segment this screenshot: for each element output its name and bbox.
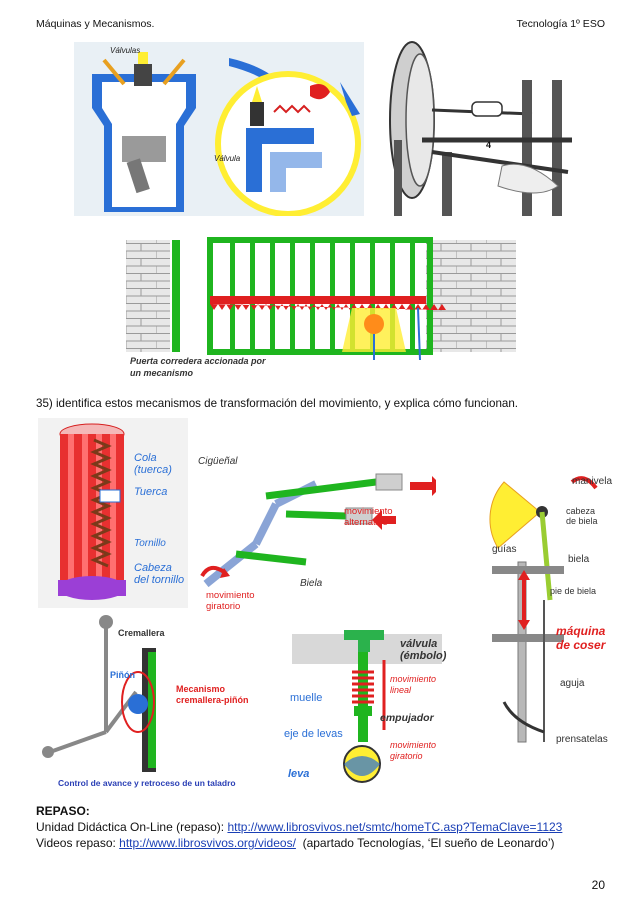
screw-nut-figure: Cola (tuerca) Tuerca Tornillo Cabeza del… xyxy=(38,418,188,608)
label-del-tornillo: del tornillo xyxy=(134,574,185,586)
label-valvulas: Válvulas xyxy=(110,46,141,55)
label-de-biela: de biela xyxy=(566,516,598,526)
label-cremallera-pinon: cremallera-piñón xyxy=(176,695,249,705)
sliding-gate-figure: Puerta corredera accionada por un mecani… xyxy=(126,236,516,384)
label-ciguenal: Cigüeñal xyxy=(198,456,238,467)
label-mov-giratorio-cam-2: giratorio xyxy=(390,751,423,761)
label-valvula: Válvula xyxy=(214,154,241,163)
header-right: Tecnología 1º ESO xyxy=(516,18,605,30)
wheel-machine-figure: 4 xyxy=(382,40,578,218)
label-cabeza-1: cabeza xyxy=(566,506,596,516)
cam-follower-figure: válvula (émbolo) muelle movimiento linea… xyxy=(282,620,462,790)
screw-nut-illustration xyxy=(38,418,188,608)
label-valvula-cam: válvula xyxy=(400,638,438,650)
label-cola: Cola xyxy=(134,452,157,464)
label-empujador: empujador xyxy=(380,712,434,724)
sliding-gate-illustration xyxy=(126,237,516,361)
sewing-machine-figure: manivela cabeza de biela guías biela pie… xyxy=(464,452,624,752)
gate-caption-line2: un mecanismo xyxy=(130,368,194,378)
label-tornillo: Tornillo xyxy=(134,538,166,549)
label-pinon: Piñón xyxy=(110,670,135,680)
label-eje-de-levas: eje de levas xyxy=(284,728,343,740)
label-pie-de-biela: pie de biela xyxy=(550,586,597,596)
label-biela: Biela xyxy=(300,578,323,589)
librosvivos-videos-link[interactable]: http://www.librosvivos.org/videos/ xyxy=(119,836,296,850)
header-left: Máquinas y Mecanismos. xyxy=(36,18,155,30)
label-number-4: 4 xyxy=(486,140,492,150)
rack-pinion-illustration xyxy=(42,615,156,772)
repaso-line2-prefix: Videos repaso: xyxy=(36,836,120,850)
label-de-coser: de coser xyxy=(556,638,606,652)
cam-follower-illustration xyxy=(292,630,442,783)
label-manivela: manivela xyxy=(572,476,613,487)
wheel-machine-illustration xyxy=(389,41,572,216)
page-number: 20 xyxy=(591,878,605,892)
label-prensatelas: prensatelas xyxy=(556,734,608,745)
label-cremallera: Cremallera xyxy=(118,628,165,638)
label-mov-lineal-1: movimiento xyxy=(390,674,437,684)
engine-valves-illustration xyxy=(74,42,364,216)
repaso-line-1: Unidad Didáctica On-Line (repaso): http:… xyxy=(36,820,562,834)
label-mov-giratorio-cam-1: movimiento xyxy=(390,740,437,750)
repaso-line2-suffix: (apartado Tecnologías, ‘El sueño de Leon… xyxy=(295,836,555,850)
label-aguja: aguja xyxy=(560,678,585,689)
label-embolo: (émbolo) xyxy=(400,650,447,662)
label-mov-lineal-2: lineal xyxy=(390,685,412,695)
label-mov-alternativo-2: alternativo xyxy=(344,517,388,528)
question-35: 35) identifica estos mecanismos de trans… xyxy=(36,397,519,410)
label-mov-giratorio-2: giratorio xyxy=(206,601,241,612)
label-cabeza: Cabeza xyxy=(134,562,172,574)
label-leva: leva xyxy=(288,768,310,780)
librosvivos-net-link[interactable]: http://www.librosvivos.net/smtc/homeTC.a… xyxy=(227,820,563,834)
crankshaft-figure: Cigüeñal movimiento alternativo Biela mo… xyxy=(196,444,436,614)
repaso-title: REPASO: xyxy=(36,804,90,818)
sewing-machine-illustration xyxy=(489,476,598,743)
rack-caption: Control de avance y retroceso de un tala… xyxy=(58,778,236,788)
engine-valves-figure: Válvulas Válvula xyxy=(74,42,364,216)
label-maquina: máquina xyxy=(556,624,606,638)
label-mov-alternativo-1: movimiento xyxy=(344,506,393,517)
repaso-line-2: Videos repaso: http://www.librosvivos.or… xyxy=(36,836,555,850)
gate-caption-line1: Puerta corredera accionada por xyxy=(130,356,266,366)
repaso-line1-prefix: Unidad Didáctica On-Line (repaso): xyxy=(36,820,228,834)
rack-pinion-figure: Cremallera Piñón Mecanismo cremallera-pi… xyxy=(36,612,258,792)
label-guias: guías xyxy=(492,544,517,555)
label-mecanismo: Mecanismo xyxy=(176,684,226,694)
label-tuerca: Tuerca xyxy=(134,486,168,498)
crankshaft-illustration xyxy=(200,473,436,588)
label-tuerca-paren: (tuerca) xyxy=(134,464,172,476)
label-biela-sewing: biela xyxy=(568,554,590,565)
label-mov-giratorio-1: movimiento xyxy=(206,590,255,601)
label-muelle: muelle xyxy=(290,692,323,704)
